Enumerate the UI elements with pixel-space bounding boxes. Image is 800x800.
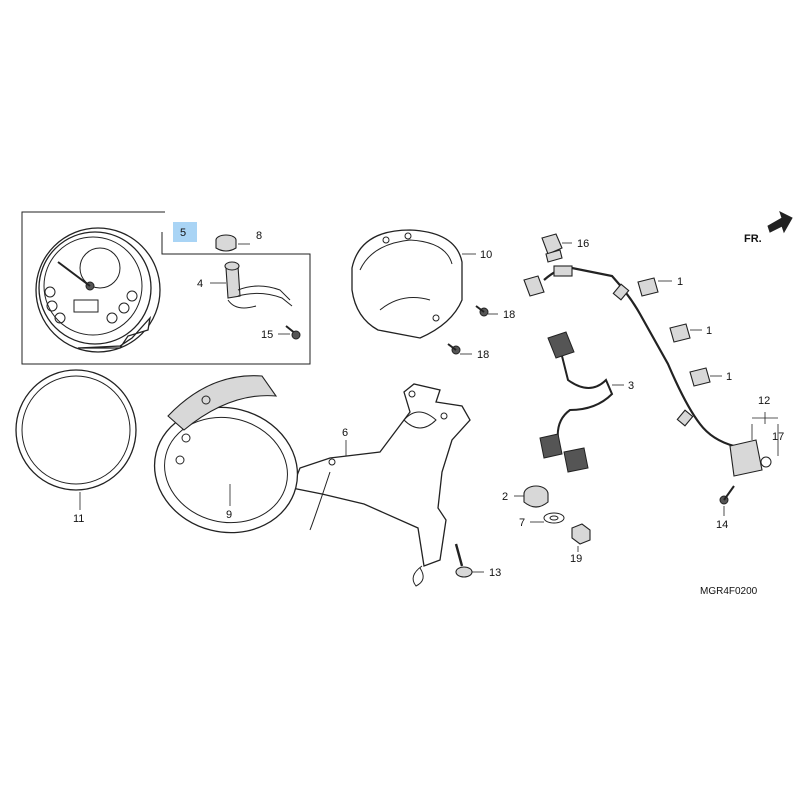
meter-bracket — [291, 383, 471, 587]
speed-sensor — [729, 439, 772, 477]
callout-1-c: 1 — [726, 371, 732, 383]
bolt-13 — [454, 543, 473, 578]
meter-assembly-group — [21, 211, 311, 365]
grommet-2 — [523, 485, 549, 508]
leader-lines — [79, 242, 779, 573]
sub-harness — [539, 331, 614, 473]
callout-12: 12 — [758, 395, 770, 407]
callout-19: 19 — [570, 553, 582, 565]
clip-16 — [541, 233, 563, 263]
speedometer — [35, 227, 161, 353]
meter-case — [351, 229, 463, 339]
callout-17: 17 — [772, 431, 784, 443]
callout-18-lower: 18 — [477, 349, 489, 361]
callout-2: 2 — [502, 491, 508, 503]
callout-5-highlight — [173, 222, 197, 242]
callout-14: 14 — [716, 519, 728, 531]
callout-8: 8 — [256, 230, 262, 242]
callout-15: 15 — [261, 329, 273, 341]
callout-16: 16 — [577, 238, 589, 250]
callout-18-upper: 18 — [503, 309, 515, 321]
callout-13: 13 — [489, 567, 501, 579]
callout-4: 4 — [197, 278, 203, 290]
front-arrow-icon — [767, 211, 793, 234]
screw-18-lower — [447, 343, 461, 355]
grommet — [215, 234, 237, 252]
clip-1-c — [689, 367, 711, 387]
callout-11: 11 — [73, 513, 84, 525]
callout-3: 3 — [628, 380, 634, 392]
ring-gasket — [15, 369, 137, 491]
bolt-14 — [719, 485, 735, 505]
diagram-code: MGR4F0200 — [700, 586, 758, 597]
speed-sensor-cable — [523, 265, 735, 448]
screw-15 — [285, 325, 301, 340]
bulb-socket — [224, 261, 293, 309]
front-direction-label: FR. — [744, 233, 762, 245]
callout-1-b: 1 — [706, 325, 712, 337]
collar-7 — [543, 512, 565, 524]
callout-7: 7 — [519, 517, 525, 529]
clip-1-b — [669, 323, 691, 343]
callout-5: 5 — [180, 227, 186, 239]
clip-1-a — [637, 277, 659, 297]
front-direction-indicator: FR. — [744, 211, 793, 245]
nut-19 — [571, 523, 591, 545]
callout-10: 10 — [480, 249, 492, 261]
callout-9: 9 — [226, 509, 232, 521]
screw-18-upper — [475, 305, 489, 317]
meter-cover — [153, 375, 299, 534]
callout-6: 6 — [342, 427, 348, 439]
callout-1-a: 1 — [677, 276, 683, 288]
callout-labels: 5 8 4 15 10 18 18 16 1 1 1 3 6 2 7 19 13… — [73, 227, 784, 579]
